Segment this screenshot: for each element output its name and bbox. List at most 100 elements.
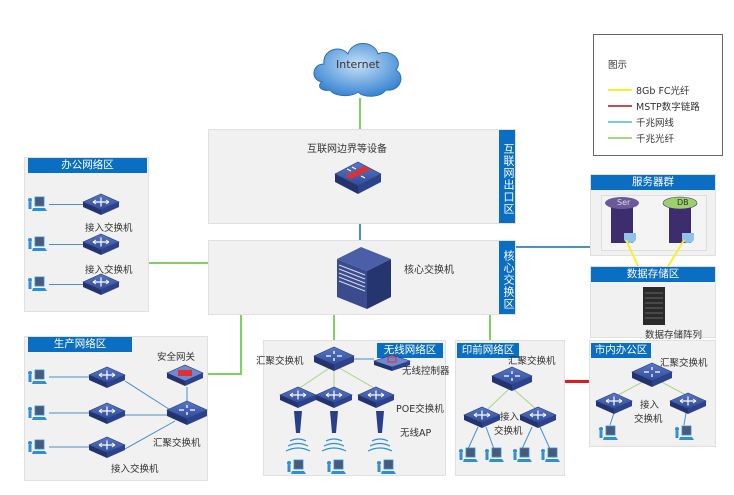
firewall-icon[interactable] <box>334 161 382 196</box>
access-switch-icon[interactable] <box>88 366 126 389</box>
app-server-icon[interactable] <box>605 197 639 249</box>
security-gateway-label: 安全网关 <box>157 352 196 363</box>
access-switch-icon[interactable] <box>88 402 126 425</box>
pc-user-icon <box>27 369 48 385</box>
core-switch-label: 核心交换机 <box>404 265 454 276</box>
access-switch-label: 交换机 <box>634 414 663 425</box>
border-device-label: 互联网边界等设备 <box>307 144 387 155</box>
poe-switch-icon[interactable] <box>315 386 353 409</box>
poe-switch-icon[interactable] <box>279 386 317 409</box>
access-switch-icon[interactable] <box>519 406 557 429</box>
access-switch-icon[interactable] <box>88 436 126 459</box>
access-switch-label: 交换机 <box>494 426 523 437</box>
city-office-zone-title: 市内办公区 <box>591 343 651 358</box>
link-office-core <box>148 262 209 264</box>
access-switch-label: 接入交换机 <box>85 265 133 276</box>
aggregation-switch-label: 汇聚交换机 <box>508 356 556 367</box>
access-switch-label: 接入交换机 <box>111 464 159 475</box>
office-link <box>49 284 85 285</box>
core-tag: 核心交换区 <box>499 241 515 314</box>
aggregation-switch-icon[interactable] <box>631 362 673 388</box>
pc-icon <box>512 447 533 463</box>
wireless-zone: 无线网络区 汇聚交换机 无线控制器 POE交换机 无线AP <box>256 340 450 476</box>
internet-exit-tag: 互联网出口区 <box>499 130 515 223</box>
link-core-production-h <box>205 373 242 375</box>
core-zone: 核心交换机 核心交换区 <box>208 240 516 315</box>
aggregation-switch-icon[interactable] <box>166 400 208 426</box>
phone-user-icon <box>326 459 347 475</box>
db-server-icon[interactable] <box>662 196 698 249</box>
legend-title: 图示 <box>608 60 628 71</box>
office-link <box>49 244 85 245</box>
link-internet-exit <box>359 98 361 130</box>
pc-icon <box>484 447 505 463</box>
prepress-links <box>467 386 551 450</box>
storage-zone: 数据存储区 数据存储阵列 <box>590 266 716 341</box>
laptop-user-icon <box>286 459 307 475</box>
wireless-controller-icon[interactable] <box>373 354 411 373</box>
aggregation-switch-label: 汇聚交换机 <box>256 356 304 367</box>
access-switch-label: 接入 <box>640 400 660 411</box>
access-switch-label: 接入 <box>500 412 520 423</box>
wireless-ap-icon[interactable] <box>285 411 311 459</box>
internet-cloud: Internet <box>310 36 406 98</box>
internet-label: Internet <box>336 58 380 71</box>
servers-zone: 服务器群 Ser DB <box>590 174 716 256</box>
aggregation-switch-icon[interactable] <box>313 346 355 372</box>
poe-switch-icon[interactable] <box>357 386 395 409</box>
wireless-ap-label: 无线AP <box>400 428 432 439</box>
app-server-label: Ser <box>617 198 631 207</box>
legend-swatch-mstp <box>608 105 632 107</box>
wireless-ap-icon[interactable] <box>367 411 393 459</box>
link-core-production-v <box>240 315 242 375</box>
pc-user-icon <box>674 425 695 441</box>
aggregation-switch-label: 汇聚交换机 <box>660 358 708 369</box>
city-office-zone: 市内办公区 汇聚交换机 接入 交换机 <box>589 340 716 447</box>
access-switch-icon[interactable] <box>82 273 120 296</box>
production-zone-title: 生产网络区 <box>28 337 132 352</box>
phone-user-icon <box>376 459 397 475</box>
pc-user-icon <box>27 236 48 252</box>
pc-user-icon <box>27 439 48 455</box>
production-links <box>49 376 188 450</box>
wireless-controller-label: 无线控制器 <box>402 366 450 377</box>
security-gateway-icon[interactable] <box>166 364 204 386</box>
pc-user-icon <box>598 425 619 441</box>
cloud-icon <box>313 43 402 97</box>
pc-user-icon <box>27 196 48 212</box>
poe-switch-label: POE交换机 <box>396 404 444 415</box>
link-core-servers <box>516 246 590 248</box>
pc-icon <box>458 447 479 463</box>
pc-icon <box>540 447 561 463</box>
office-link <box>49 204 85 205</box>
legend-swatch-cable <box>608 121 632 123</box>
link-mstp <box>565 380 591 383</box>
legend: 图示 8Gb FC光纤 MSTP数字链路 千兆网线 千兆光纤 <box>593 34 723 156</box>
storage-zone-title: 数据存储区 <box>591 267 715 282</box>
pc-user-icon <box>27 276 48 292</box>
pc-user-icon <box>27 405 48 421</box>
office-zone: 办公网络区 接入交换机 接入交换机 <box>24 157 149 312</box>
access-switch-icon[interactable] <box>82 233 120 256</box>
internet-exit-zone: 互联网边界等设备 互联网出口区 <box>208 129 516 224</box>
link-core-prepress <box>489 315 491 341</box>
wireless-zone-title: 无线网络区 <box>377 343 443 358</box>
storage-array-icon[interactable] <box>643 287 665 327</box>
db-server-label: DB <box>677 198 689 207</box>
aggregation-switch-label: 汇聚交换机 <box>153 438 201 449</box>
legend-swatch-fiber <box>608 137 632 139</box>
prepress-zone: 印前网络区 汇聚交换机 接入 交换机 <box>455 340 565 476</box>
wireless-ap-icon[interactable] <box>321 411 347 459</box>
access-switch-label: 接入交换机 <box>85 223 133 234</box>
aggregation-switch-icon[interactable] <box>491 366 533 392</box>
legend-swatch-fc <box>608 89 632 91</box>
production-zone: 生产网络区 安全网关 汇聚交换机 接入交换机 <box>24 336 208 481</box>
office-zone-title: 办公网络区 <box>28 158 147 173</box>
access-switch-icon[interactable] <box>669 392 707 415</box>
storage-array-label: 数据存储阵列 <box>645 330 703 341</box>
prepress-zone-title: 印前网络区 <box>457 343 519 358</box>
core-switch-icon[interactable] <box>333 245 395 311</box>
access-switch-icon[interactable] <box>595 392 633 415</box>
access-switch-icon[interactable] <box>82 193 120 216</box>
link-core-wireless <box>333 315 335 345</box>
